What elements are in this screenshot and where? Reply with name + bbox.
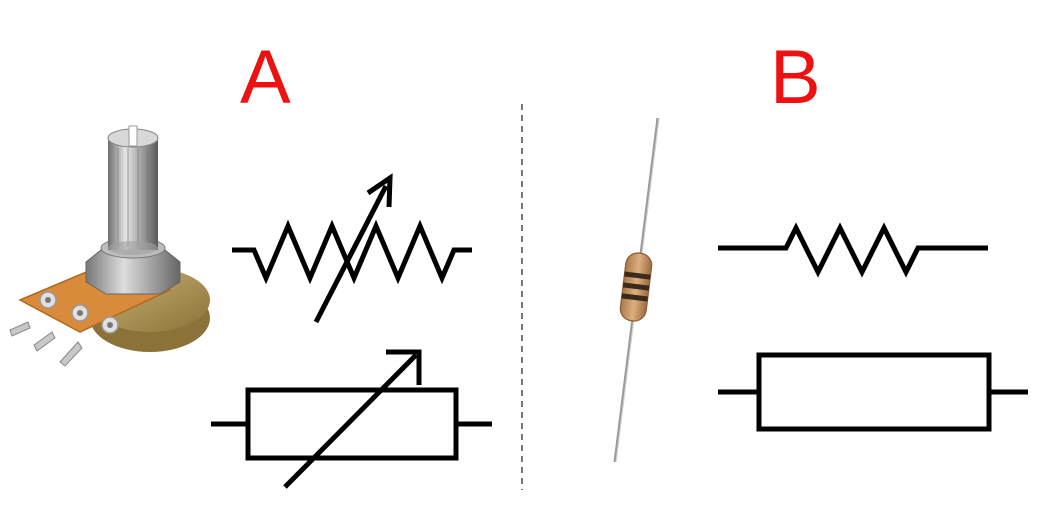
- resistor-band: [624, 271, 651, 280]
- resistor-photo: [613, 117, 660, 463]
- potentiometer-photo: [9, 125, 210, 367]
- fixed-resistor-box-symbol: [718, 352, 1028, 432]
- potentiometer-pins: [9, 321, 83, 367]
- resistor-band: [621, 293, 648, 302]
- potentiometer-shaft: [108, 140, 158, 250]
- panel-b-label: B: [770, 35, 821, 120]
- fixed-resistor-zigzag-symbol: [718, 222, 988, 278]
- resistor-band: [622, 282, 650, 291]
- panel-a-label: A: [240, 35, 291, 120]
- variable-resistor-box-symbol: [211, 349, 492, 489]
- variable-resistor-zigzag-symbol: [232, 173, 472, 324]
